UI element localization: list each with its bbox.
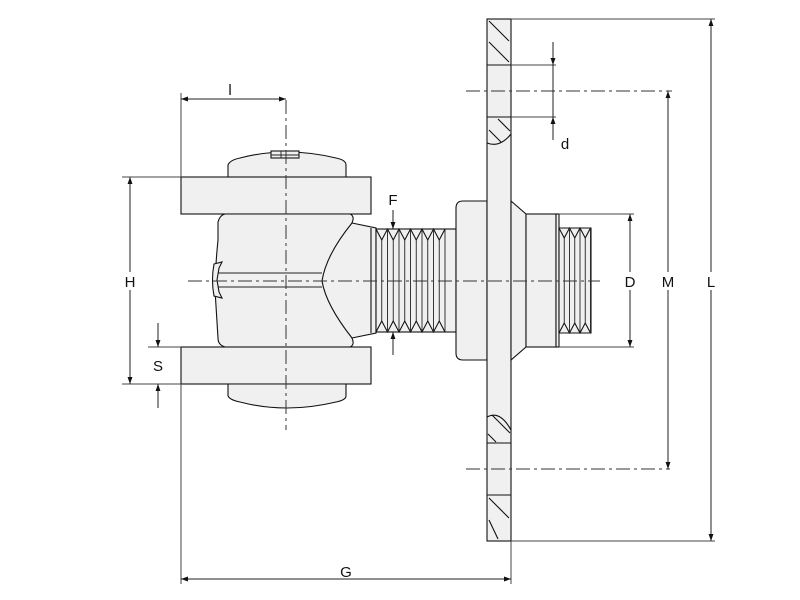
- label-M: M: [662, 274, 675, 291]
- dim-l: l: [180, 82, 286, 177]
- dim-S: S: [148, 323, 181, 408]
- label-l: l: [228, 82, 231, 99]
- dim-D: D: [559, 213, 636, 348]
- dim-F: F: [388, 192, 398, 355]
- dim-M: M: [662, 90, 675, 469]
- dim-G: G: [180, 384, 512, 584]
- bottom-dome: [227, 383, 347, 409]
- top-dome: [227, 150, 347, 178]
- label-F: F: [388, 192, 397, 209]
- label-H: H: [125, 274, 136, 291]
- top-grease-nipple-icon: [270, 150, 300, 159]
- label-G: G: [340, 564, 352, 581]
- lower-eye-plate: [180, 346, 372, 385]
- label-d: d: [561, 136, 569, 153]
- label-D: D: [625, 274, 636, 291]
- dim-d: d: [511, 42, 569, 153]
- upper-eye-plate: [180, 176, 372, 215]
- side-clip-icon: [211, 261, 224, 299]
- weld-plate: [486, 18, 512, 542]
- label-S: S: [153, 358, 163, 375]
- dim-H: H: [122, 176, 181, 385]
- dim-L: L: [511, 18, 715, 542]
- label-L: L: [707, 274, 715, 291]
